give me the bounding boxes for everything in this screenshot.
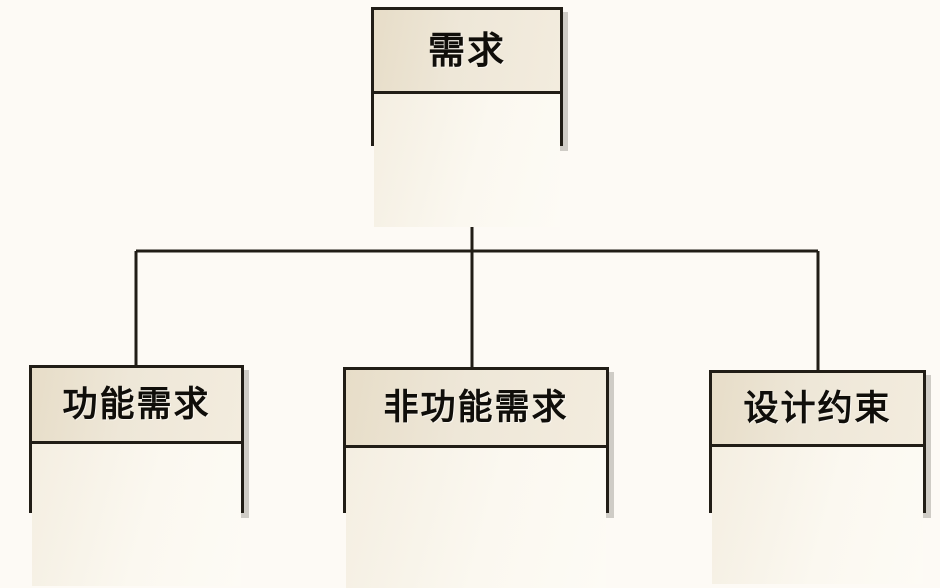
class-attributes-compartment <box>712 447 923 584</box>
class-name-label: 非功能需求 <box>383 387 569 428</box>
class-name-compartment: 功能需求 <box>32 368 241 444</box>
uml-class-requirement[interactable]: 需求 <box>371 7 563 227</box>
class-attributes-compartment <box>32 444 241 586</box>
class-attributes-compartment <box>346 448 606 588</box>
class-name-label: 功能需求 <box>62 384 211 425</box>
uml-class-functional-requirement[interactable]: 功能需求 <box>29 365 244 586</box>
uml-class-diagram: 需求 功能需求 非功能需求 设计约束 <box>29 7 926 588</box>
uml-class-design-constraint[interactable]: 设计约束 <box>709 370 926 584</box>
class-name-label: 需求 <box>428 28 506 72</box>
uml-class-nonfunctional-requirement[interactable]: 非功能需求 <box>343 367 609 588</box>
class-attributes-compartment <box>374 94 560 227</box>
class-name-compartment: 非功能需求 <box>346 370 606 448</box>
class-name-label: 设计约束 <box>743 388 892 429</box>
class-name-compartment: 设计约束 <box>712 373 923 447</box>
class-name-compartment: 需求 <box>374 10 560 94</box>
